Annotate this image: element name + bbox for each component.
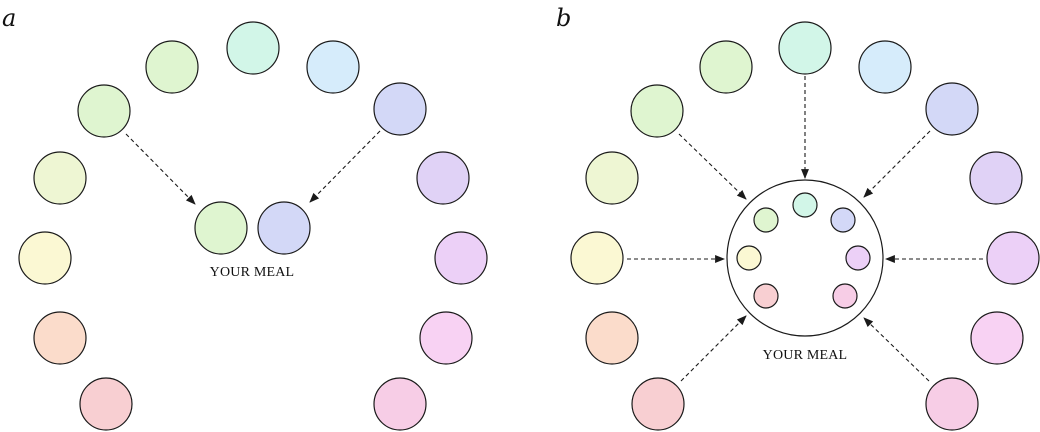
- arrow-green-to-meal: [125, 133, 196, 205]
- plate-item-lavender: [830, 207, 856, 233]
- food-circle-pink: [925, 377, 979, 431]
- food-circle-lavender: [373, 82, 427, 136]
- panel-b-letter: b: [556, 4, 571, 32]
- food-circle-yellow: [18, 231, 72, 285]
- food-circle-green: [77, 84, 131, 138]
- food-circle-green-top: [699, 40, 753, 94]
- food-circle-pink-light: [419, 311, 473, 365]
- meal-circle-lavender: [257, 201, 311, 255]
- food-circle-green: [630, 84, 684, 138]
- food-circle-pink-light: [970, 311, 1024, 365]
- arrow-green-to-plate: [678, 133, 747, 200]
- arrow-lavender-to-plate: [863, 130, 931, 198]
- food-circle-sky: [858, 40, 912, 94]
- plate-item-mint: [792, 192, 818, 218]
- food-circle-pink: [373, 377, 427, 431]
- food-circle-yellow: [570, 231, 624, 285]
- meal-circle-green: [194, 201, 248, 255]
- food-circle-peach: [33, 311, 87, 365]
- food-circle-sky: [306, 40, 360, 94]
- food-circle-rose: [631, 377, 685, 431]
- food-circle-rose: [79, 377, 133, 431]
- food-circle-green-yellow: [33, 151, 87, 205]
- food-circle-purple: [969, 151, 1023, 205]
- plate-item-rose: [753, 283, 779, 309]
- plate-item-yellow: [736, 245, 762, 271]
- food-circle-purple: [416, 151, 470, 205]
- food-circle-mint: [778, 21, 832, 75]
- food-circle-peach: [585, 311, 639, 365]
- arrow-lavender-to-meal: [309, 130, 381, 203]
- plate-item-violet: [845, 245, 871, 271]
- food-circle-green-yellow: [585, 151, 639, 205]
- panel-a: YOUR MEAL: [18, 21, 488, 431]
- meal-label-a: YOUR MEAL: [210, 265, 295, 280]
- arrow-rose-to-plate: [680, 315, 747, 382]
- plate-item-green: [753, 207, 779, 233]
- arrow-pink-to-plate: [863, 317, 930, 382]
- panel-a-letter: a: [2, 4, 16, 32]
- panel-b: YOUR MEAL: [570, 21, 1040, 431]
- food-circle-mint: [226, 21, 280, 75]
- food-circle-violet: [434, 231, 488, 285]
- food-circle-green-top: [145, 40, 199, 94]
- plate-item-pink: [832, 283, 858, 309]
- food-circle-violet: [986, 231, 1040, 285]
- food-circle-lavender: [925, 82, 979, 136]
- meal-label-b: YOUR MEAL: [763, 348, 848, 363]
